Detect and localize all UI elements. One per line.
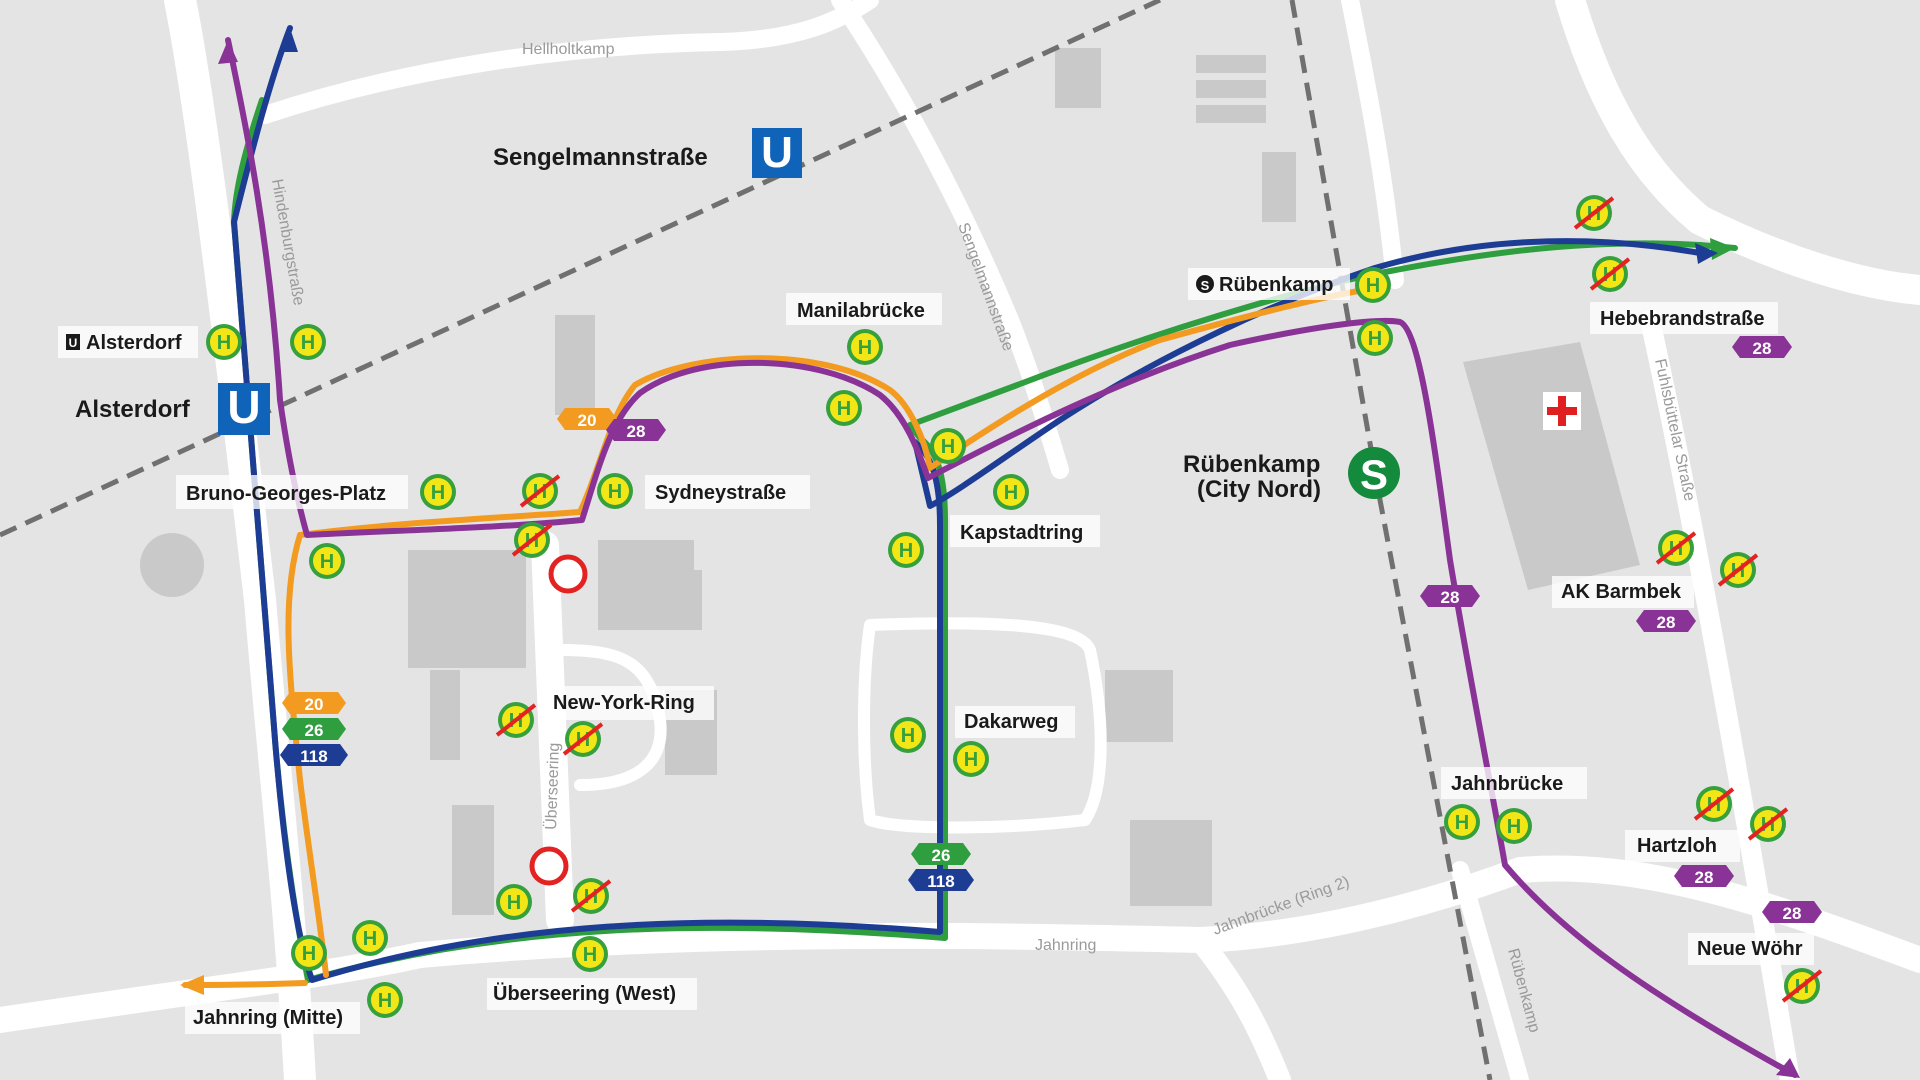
bus-stop-icon [597, 473, 633, 509]
hospital-icon [1543, 392, 1581, 430]
s-bahn-ruebenkamp-icon: S [1348, 447, 1400, 499]
station-ruebenkamp-sublabel: (City Nord) [1197, 476, 1321, 503]
svg-text:20: 20 [305, 695, 324, 714]
stop-label-newyork: New-York-Ring [553, 692, 695, 714]
route-badge-26-west: 26 [282, 718, 346, 740]
buildings [140, 48, 1640, 915]
bus-stop-icon [367, 982, 403, 1018]
railways [0, 0, 1493, 1080]
street-jahnring: Jahnring [1035, 937, 1096, 954]
bus-stop-icon [930, 428, 966, 464]
svg-text:20: 20 [578, 411, 597, 430]
bus-stop-icon [352, 920, 388, 956]
bus-stop-icon [309, 543, 345, 579]
bus-stop-icon [1444, 804, 1480, 840]
route-badge-28-ak-barmbek: 28 [1636, 610, 1696, 632]
bus-stop-icon [1496, 808, 1532, 844]
svg-text:28: 28 [1783, 904, 1802, 923]
stop-label-jahnbruecke: Jahnbrücke [1451, 773, 1563, 795]
bus-stop-icon [420, 474, 456, 510]
station-sengelmann-label: Sengelmannstraße [493, 144, 708, 171]
svg-text:26: 26 [932, 846, 951, 865]
stop-label-hartzloh: Hartzloh [1637, 835, 1717, 857]
route-badge-118-west: 118 [280, 744, 348, 766]
temporary-stop-north-icon [551, 557, 585, 591]
route-badge-20-west: 20 [282, 692, 346, 714]
bus-stop-icon [1355, 267, 1391, 303]
station-names: Sengelmannstraße Alsterdorf Rübenkamp (C… [75, 144, 1321, 503]
temporary-stop-south-icon [532, 849, 566, 883]
svg-text:118: 118 [300, 747, 327, 766]
bus-stop-icon [826, 390, 862, 426]
svg-text:S: S [1201, 278, 1210, 293]
bus-stop-icon [290, 324, 326, 360]
station-ruebenkamp-label: Rübenkamp [1183, 451, 1320, 478]
station-alsterdorf-label: Alsterdorf [75, 396, 191, 423]
street-hellholtkamp: Hellholtkamp [522, 41, 615, 58]
bus-stop-icon [953, 741, 989, 777]
u-bahn-alsterdorf-icon: U [218, 381, 270, 435]
route-badges: 20 26 118 20 28 26 118 28 [280, 336, 1822, 923]
bus-stop-icon [847, 329, 883, 365]
stop-label-dakar: Dakarweg [964, 711, 1059, 733]
svg-text:28: 28 [1695, 868, 1714, 887]
bus-stop-icon [890, 717, 926, 753]
svg-text:28: 28 [627, 422, 646, 441]
route-badge-28-hartzloh: 28 [1674, 865, 1734, 887]
route-badge-118-east: 118 [908, 869, 974, 891]
bus-stop-icon [291, 935, 327, 971]
stop-label-sydney: Sydneystraße [655, 482, 786, 504]
route-badge-28-diversion: 28 [1420, 585, 1480, 607]
stop-label-ueberseering-west: Überseering (West) [493, 982, 676, 1005]
route-badge-28-north: 28 [606, 419, 666, 441]
svg-text:U: U [761, 128, 793, 177]
svg-text:S: S [1360, 451, 1388, 498]
route-badge-26-east: 26 [911, 843, 971, 865]
svg-text:28: 28 [1441, 588, 1460, 607]
bus-stop-icon [206, 324, 242, 360]
svg-text:28: 28 [1657, 613, 1676, 632]
bus-stop-icon [1357, 320, 1393, 356]
bus-stop-icon [888, 532, 924, 568]
bus-stop-icon [993, 474, 1029, 510]
stop-label-manilabruecke: Manilabrücke [797, 300, 925, 322]
svg-text:28: 28 [1753, 339, 1772, 358]
street-ueberseering: Überseering [542, 742, 563, 830]
stop-label-bruno: Bruno-Georges-Platz [186, 483, 386, 505]
svg-text:118: 118 [927, 872, 954, 891]
svg-text:26: 26 [305, 721, 324, 740]
route-arrows [180, 28, 1800, 1078]
route-badge-28-neuewoehr: 28 [1762, 901, 1822, 923]
u-bahn-sengelmann-icon: U [752, 128, 802, 178]
stop-label-kapstadt: Kapstadtring [960, 522, 1083, 544]
svg-text:U: U [69, 336, 78, 350]
stop-label-ak-barmbek: AK Barmbek [1561, 581, 1682, 603]
stop-label-alsterdorf: Alsterdorf [86, 332, 182, 354]
svg-text:U: U [227, 381, 260, 433]
stop-labels: U Alsterdorf S Rübenkamp Manilabrücke He… [58, 268, 1814, 1034]
stop-label-ruebenkamp: Rübenkamp [1219, 274, 1333, 296]
stop-label-neuewoehr: Neue Wöhr [1697, 938, 1803, 960]
bus-stop-icon [496, 884, 532, 920]
bus-stop-icon [572, 936, 608, 972]
stop-label-hebebrand: Hebebrandstraße [1600, 308, 1765, 330]
stop-label-jahnring-mitte: Jahnring (Mitte) [193, 1007, 343, 1029]
route-badge-20-north: 20 [557, 408, 617, 430]
route-badge-28-hebebrand: 28 [1732, 336, 1792, 358]
